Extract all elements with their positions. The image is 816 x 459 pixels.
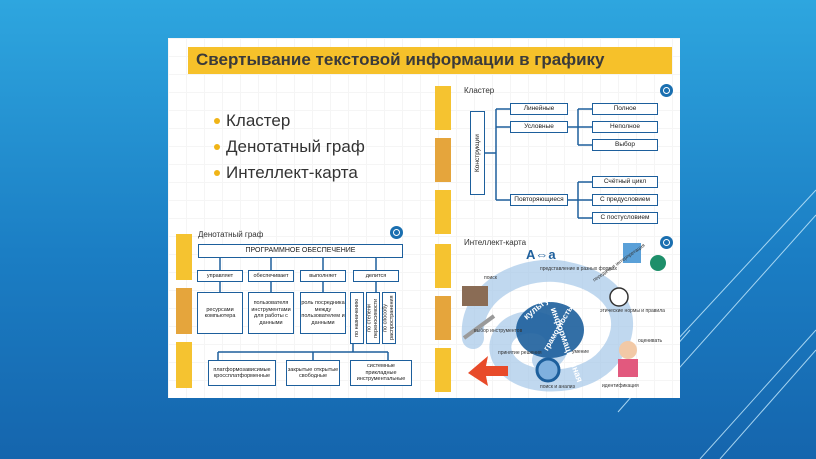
cluster-leaf: Счётный цикл — [592, 176, 658, 188]
graph-verb: выполняет — [300, 270, 346, 282]
cluster-connectors — [484, 108, 592, 219]
cluster-branch: Повторяющиеся — [510, 194, 568, 206]
cluster-leaf: С предусловием — [592, 194, 658, 206]
graph-root: ПРОГРАММНОЕ ОБЕСПЕЧЕНИЕ — [198, 244, 403, 258]
stripe-segment — [435, 86, 451, 130]
graph-verb: делится — [353, 270, 399, 282]
stripe-segment — [176, 234, 192, 280]
cluster-branch: Условные — [510, 121, 568, 133]
graph-verb: управляет — [197, 270, 243, 282]
mindmap-label: этические нормы и правила — [600, 308, 665, 314]
graph-bottom-node: закрытые открытые свободные — [286, 360, 340, 386]
graph-connectors — [217, 258, 389, 360]
title-bar — [188, 47, 672, 74]
bullet-dot-icon — [214, 144, 220, 150]
graph-bottom-node: платформозависимые кроссплатформенные — [208, 360, 276, 386]
bullet-dot-icon — [214, 118, 220, 124]
graph-node: ресурсами компьютера — [197, 292, 243, 334]
stripe-segment — [435, 190, 451, 234]
stripe-segment — [435, 348, 451, 392]
stripe-segment — [435, 244, 451, 288]
graph-node: роль посредника между пользователем и да… — [300, 292, 346, 334]
mindmap-label: умение — [572, 349, 589, 355]
mindmap-graphic — [461, 243, 666, 392]
zoom-icon[interactable] — [660, 236, 673, 249]
stripe-segment — [435, 296, 451, 340]
graph-bottom-node: системные прикладные инструментальные — [350, 360, 412, 386]
bullet-item: Интеллект-карта — [214, 160, 365, 186]
bullet-item: Кластер — [214, 108, 365, 134]
graph-node: пользователя инструментами для работы с … — [248, 292, 294, 334]
mindmap-label: представление в разных формах — [540, 266, 618, 272]
mindmap-label: выбор инструментов — [474, 328, 523, 334]
mindmap-letters: A⇔a — [526, 247, 556, 262]
zoom-icon[interactable] — [390, 226, 403, 239]
mindmap-title: Интеллект-карта — [464, 238, 527, 247]
slide: Свертывание текстовой информации в графи… — [168, 38, 680, 398]
graph-title: Денотатный граф — [198, 230, 264, 239]
mindmap-label: поиск — [484, 275, 497, 281]
bullet-item: Денотатный граф — [214, 134, 365, 160]
mindmap-label: идентификация — [602, 383, 639, 389]
cluster-leaf: Выбор — [592, 139, 658, 151]
stripe-segment — [176, 288, 192, 334]
mindmap-label: поиск и анализ — [540, 384, 575, 390]
graph-verb: обеспечивает — [248, 270, 294, 282]
bullet-list: Кластер Денотатный граф Интеллект-карта — [214, 108, 365, 186]
bullet-dot-icon — [214, 170, 220, 176]
cluster-leaf: С постусловием — [592, 212, 658, 224]
cluster-leaf: Полное — [592, 103, 658, 115]
cluster-title: Кластер — [464, 86, 495, 95]
cluster-leaf: Неполное — [592, 121, 658, 133]
slide-title: Свертывание текстовой информации в графи… — [196, 50, 605, 69]
zoom-icon[interactable] — [660, 84, 673, 97]
stripe-segment — [435, 138, 451, 182]
cluster-branch: Линейные — [510, 103, 568, 115]
mindmap-label: принятие решения — [498, 350, 542, 356]
stripe-segment — [176, 342, 192, 388]
mindmap-label: оценивать — [638, 338, 663, 344]
